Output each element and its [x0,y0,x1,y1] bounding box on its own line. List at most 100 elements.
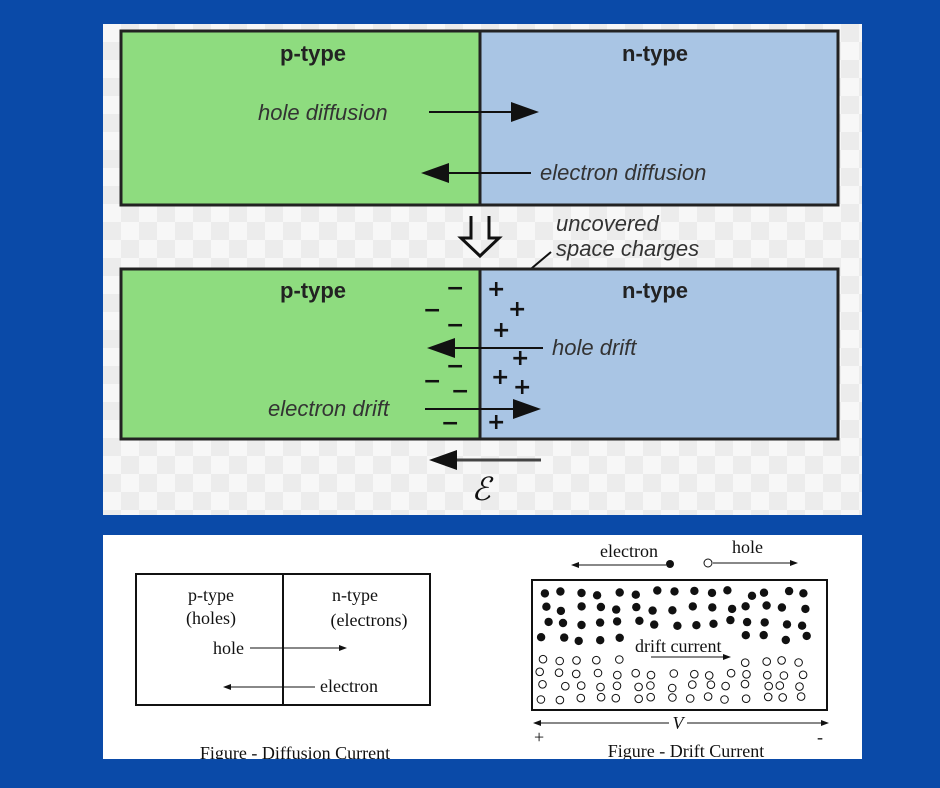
electron-particle [741,631,750,640]
minus-charge: − [446,313,464,338]
diffusion-electrons-label: (electrons) [331,610,408,631]
diffusion-current-figure: p-type (holes) n-type (electrons) hole e… [135,573,431,759]
hole-particle [704,671,714,680]
n-type-label-before: n-type [622,41,688,66]
drift-hole-label: hole [732,537,763,557]
electron-particle [577,588,586,598]
hole-particle [646,670,656,680]
electron-particle [560,633,569,642]
hole-particle [646,681,655,690]
electron-particle [801,604,810,614]
electron-diffusion-label: electron diffusion [540,160,706,185]
negative-space-charges: − − − − − − − [423,276,469,436]
diffusion-electron-arrowhead-icon [223,684,231,690]
electron-particle [777,603,787,612]
electron-particle [540,589,550,598]
diffusion-hole-label: hole [213,638,244,658]
hole-particle [763,692,773,702]
electron-particle [727,604,737,614]
plus-charge: + [492,318,510,343]
drift-hole-dot-icon [703,558,713,568]
hole-particle [777,656,786,665]
p-region-before [121,31,480,205]
hole-particle [572,656,581,665]
current-types-diagram: p-type (holes) n-type (electrons) hole e… [135,537,829,759]
hole-particle [634,682,643,692]
electron-particle [741,602,750,611]
hole-particle [775,681,785,690]
hole-particle [762,657,772,666]
junction-formation-diagram: p-type n-type hole diffusion electron di… [119,29,840,508]
electron-particle [760,618,769,627]
diffusion-electron-label: electron [320,676,378,696]
electron-particle [650,620,659,629]
electron-particle [612,605,621,614]
hole-particle [740,658,750,667]
hole-particle [535,667,545,677]
after-junction: p-type n-type − − − − − − − + + + + + + … [119,267,840,441]
hole-particle [798,670,808,680]
hole-particle [667,683,677,693]
hole-particle [592,655,601,665]
plus-charge: + [487,410,505,435]
hole-particle [576,681,586,690]
p-region-after [121,269,480,439]
diffusion-n-type-label: n-type [332,585,378,605]
hole-particle [764,681,774,691]
electron-particle [784,586,794,596]
minus-charge: − [451,379,469,404]
electron-particle [631,590,640,599]
voltage-label: V [673,713,686,733]
electron-particle [648,606,657,615]
voltage-left-arrowhead-icon [533,720,541,726]
carrier-particles [535,586,811,705]
drift-current-figure: electron hole drift current V + - Figure… [531,537,829,759]
positive-space-charges: + + + + + + + [487,277,531,435]
hole-particle [721,681,730,691]
drift-hole-arrowhead-icon [790,560,798,566]
hole-particle [631,668,641,678]
electron-particle [799,589,808,598]
hole-particle [706,680,716,689]
hole-particle [576,693,586,703]
hole-particle [685,694,695,703]
before-junction: p-type n-type hole diffusion electron di… [119,29,840,207]
hole-particle [703,692,713,701]
hole-particle [668,693,677,702]
electron-drift-label: electron drift [268,396,390,421]
electron-particle [544,617,553,627]
current-types-panel: p-type (holes) n-type (electrons) hole e… [103,535,862,759]
hole-drift-arrowhead-icon [427,338,455,358]
electron-particle [577,620,586,630]
hole-particle [669,669,679,678]
diffusion-holes-label: (holes) [186,608,236,629]
electron-particle [742,617,752,627]
electron-particle [688,602,697,611]
plus-charge: + [513,375,531,400]
electron-particle [673,621,682,630]
electron-particle [668,606,677,615]
electron-particle [596,636,605,645]
plus-charge: + [491,365,509,390]
minus-charge: − [446,276,464,301]
hole-particle [646,692,656,702]
hole-particle [720,695,729,704]
minus-charge: − [446,354,464,379]
uncovered-label: uncovered [556,211,660,236]
hole-particle [536,695,546,704]
electron-particle [781,635,790,645]
electron-particle [542,602,551,611]
electron-particle [670,587,679,596]
n-region-after [480,269,838,439]
hole-particle [538,654,548,664]
electron-particle [653,586,662,595]
electron-particle [577,602,586,611]
electron-particle [723,586,732,595]
electron-diffusion-arrowhead-icon [421,163,449,183]
hole-particle [555,656,565,666]
electron-particle [596,602,606,612]
electron-particle [782,620,792,629]
electron-particle [759,630,768,640]
plus-charge: + [508,297,526,322]
electron-particle [595,618,605,627]
